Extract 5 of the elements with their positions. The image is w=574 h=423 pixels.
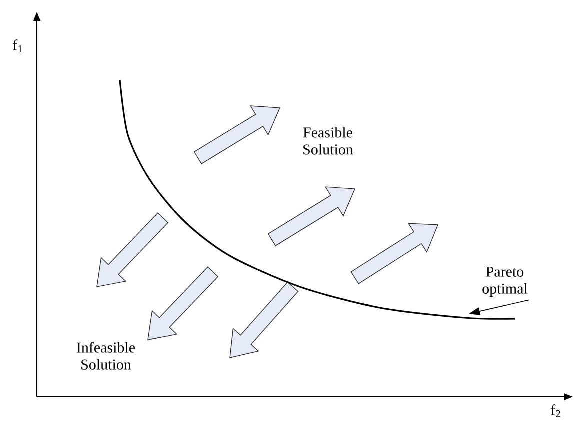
region-label: Infeasible Solution	[76, 342, 136, 370]
region-label: Feasible Solution	[303, 127, 354, 155]
node-label: Pareto optimal	[482, 267, 528, 297]
axis-label: f$_{2}$	[551, 404, 560, 418]
axis-label: f$_{1}$	[13, 40, 22, 52]
